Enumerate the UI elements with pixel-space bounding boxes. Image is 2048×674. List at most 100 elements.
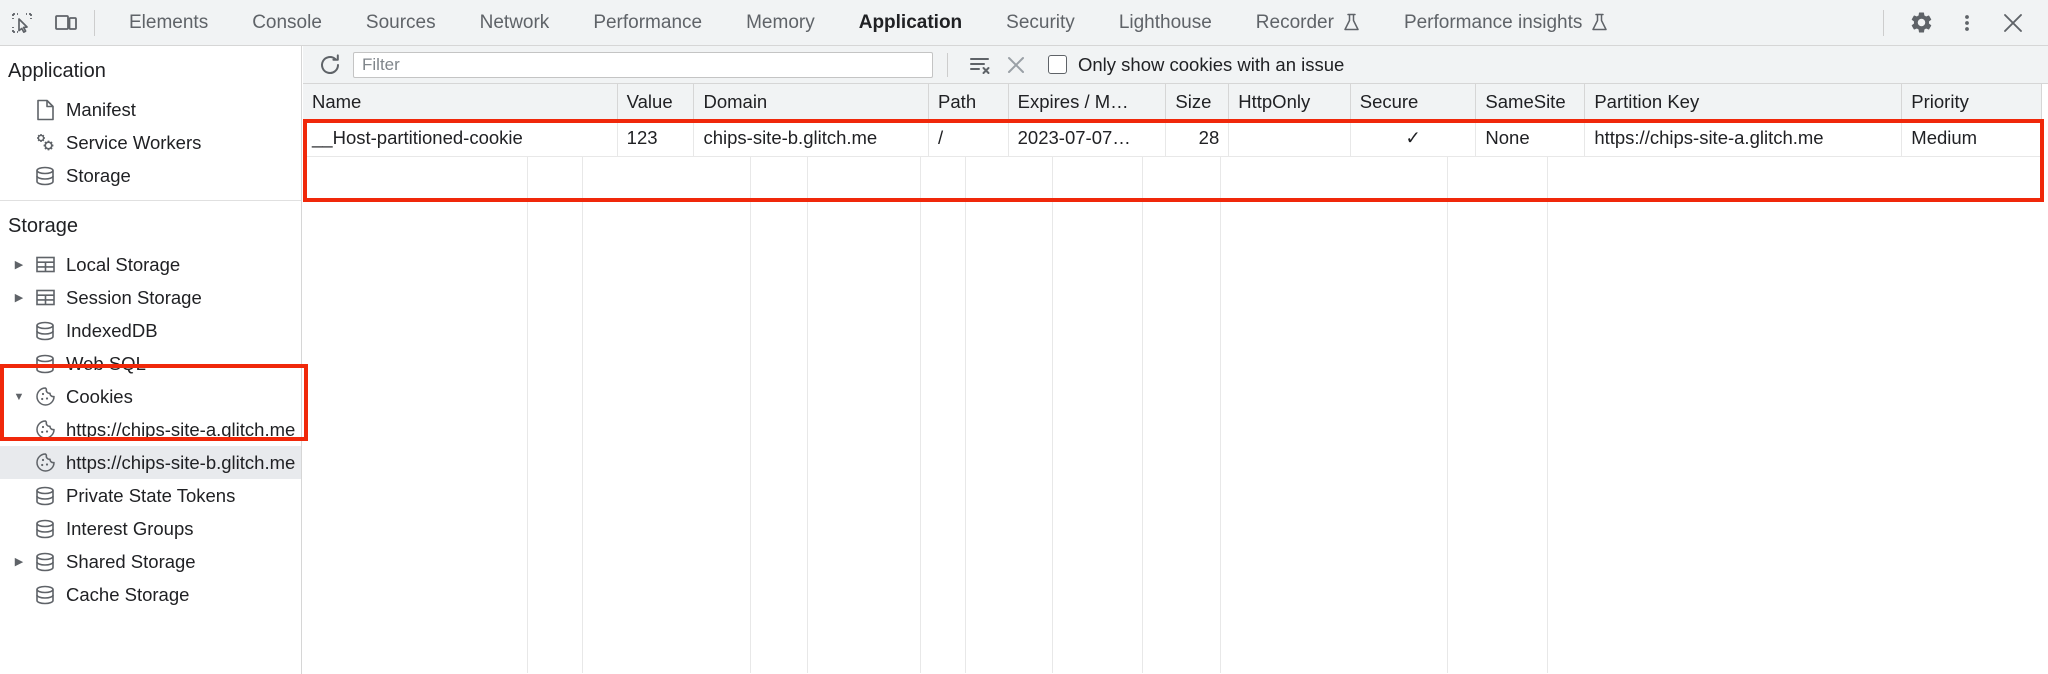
experiment-flask-icon: [1591, 13, 1608, 32]
cookies-table-container: Name Value Domain Path Expires / M… Size…: [303, 84, 2048, 673]
tab-label: Network: [479, 11, 550, 33]
sidebar-section-application: Application: [8, 60, 106, 82]
close-icon[interactable]: [1990, 0, 2036, 46]
sidebar-item-cookie-origin-b[interactable]: https://chips-site-b.glitch.me: [0, 446, 301, 479]
tab-network[interactable]: Network: [458, 0, 572, 46]
sidebar-item-label: Manifest: [66, 98, 136, 120]
sidebar-item-private-state-tokens[interactable]: ▶ Private State Tokens: [0, 479, 301, 512]
experiment-flask-icon: [1343, 13, 1360, 32]
sidebar-item-manifest[interactable]: ▶ Manifest: [0, 93, 301, 126]
table-row[interactable]: __Host-partitioned-cookie 123 chips-site…: [303, 120, 2042, 157]
tab-label: Lighthouse: [1118, 11, 1212, 33]
cell-size: 28: [1165, 120, 1230, 157]
column-header-httponly[interactable]: HttpOnly: [1228, 84, 1351, 121]
sidebar-item-label: https://chips-site-a.glitch.me: [66, 418, 296, 440]
table-icon: [30, 254, 60, 275]
sidebar-item-label: Web SQL: [66, 352, 146, 374]
only-show-issues-checkbox[interactable]: Only show cookies with an issue: [1048, 54, 1344, 76]
refresh-icon[interactable]: [313, 48, 347, 82]
filter-divider: [947, 52, 948, 77]
sidebar-item-label: Shared Storage: [66, 550, 196, 572]
tab-elements[interactable]: Elements: [107, 0, 230, 46]
tab-recorder[interactable]: Recorder: [1234, 0, 1382, 46]
tab-sources[interactable]: Sources: [344, 0, 458, 46]
tab-label: Memory: [746, 11, 815, 33]
column-header-value[interactable]: Value: [617, 84, 695, 121]
tab-lighthouse[interactable]: Lighthouse: [1097, 0, 1234, 46]
chevron-right-icon[interactable]: ▶: [14, 292, 24, 304]
sidebar-item-label: IndexedDB: [66, 319, 158, 341]
sidebar-item-label: Service Workers: [66, 131, 202, 153]
sidebar-item-storage[interactable]: ▶ Storage: [0, 159, 301, 192]
tab-performance-insights[interactable]: Performance insights: [1382, 0, 1630, 46]
application-sidebar: Application ▶ Manifest ▶: [0, 46, 302, 674]
column-header-partition-key[interactable]: Partition Key: [1584, 84, 1903, 121]
column-header-domain[interactable]: Domain: [693, 84, 930, 121]
tab-label: Elements: [129, 11, 209, 33]
table-icon: [30, 287, 60, 308]
inspect-element-icon[interactable]: [0, 0, 44, 46]
more-vertical-icon[interactable]: [1944, 0, 1990, 46]
checkbox-label: Only show cookies with an issue: [1078, 53, 1345, 75]
toolbar-divider: [1883, 9, 1884, 36]
gear-icon[interactable]: [1898, 0, 1944, 46]
sidebar-item-shared-storage[interactable]: ▶ Shared Storage: [0, 545, 301, 578]
sidebar-item-service-workers[interactable]: ▶ Service Workers: [0, 126, 301, 159]
sidebar-item-web-sql[interactable]: ▶ Web SQL: [0, 347, 301, 380]
database-icon: [30, 485, 60, 507]
chevron-right-icon[interactable]: ▶: [14, 556, 24, 568]
tab-security[interactable]: Security: [984, 0, 1097, 46]
sidebar-item-cookies[interactable]: ▼ Cookies: [0, 380, 301, 413]
sidebar-item-label: Storage: [66, 164, 131, 186]
database-icon: [30, 518, 60, 540]
cell-priority: Medium: [1901, 120, 2042, 157]
tab-label: Performance insights: [1403, 11, 1583, 33]
sidebar-item-interest-groups[interactable]: ▶ Interest Groups: [0, 512, 301, 545]
database-icon: [30, 165, 60, 187]
sidebar-item-session-storage[interactable]: ▶ Session Storage: [0, 281, 301, 314]
panel-tabs: Elements Console Sources Network Perform…: [107, 0, 1630, 46]
cookies-panel: Only show cookies with an issue: [303, 46, 2048, 674]
sidebar-section-storage: Storage: [8, 215, 79, 237]
sidebar-item-label: Private State Tokens: [66, 484, 236, 506]
column-header-name[interactable]: Name: [303, 84, 618, 121]
tab-application[interactable]: Application: [837, 0, 984, 46]
cookie-icon: [30, 452, 60, 473]
tab-memory[interactable]: Memory: [724, 0, 837, 46]
column-header-secure[interactable]: Secure: [1350, 84, 1477, 121]
column-header-expires[interactable]: Expires / M…: [1008, 84, 1167, 121]
cell-partition-key: https://chips-site-a.glitch.me: [1584, 120, 1903, 157]
sidebar-item-indexeddb[interactable]: ▶ IndexedDB: [0, 314, 301, 347]
cell-domain: chips-site-b.glitch.me: [693, 120, 930, 157]
tab-performance[interactable]: Performance: [571, 0, 724, 46]
table-header-row: Name Value Domain Path Expires / M… Size…: [303, 84, 2042, 121]
cell-samesite: None: [1475, 120, 1586, 157]
cell-httponly: [1228, 120, 1351, 157]
sidebar-item-local-storage[interactable]: ▶ Local Storage: [0, 248, 301, 281]
tab-label: Sources: [365, 11, 436, 33]
tab-label: Recorder: [1255, 11, 1334, 33]
sidebar-item-label: Local Storage: [66, 253, 181, 275]
column-header-path[interactable]: Path: [928, 84, 1009, 121]
tab-label: Performance: [593, 11, 703, 33]
checkbox-box[interactable]: [1048, 55, 1067, 74]
clear-all-cookies-icon[interactable]: [998, 48, 1034, 82]
chevron-down-icon[interactable]: ▼: [13, 390, 25, 403]
tab-console[interactable]: Console: [230, 0, 344, 46]
sidebar-item-cookie-origin-a[interactable]: https://chips-site-a.glitch.me: [0, 413, 301, 446]
column-header-priority[interactable]: Priority: [1901, 84, 2042, 121]
column-header-size[interactable]: Size: [1165, 84, 1230, 121]
chevron-right-icon[interactable]: ▶: [14, 259, 24, 271]
tab-label: Console: [252, 11, 322, 33]
cell-path: /: [928, 120, 1009, 157]
clear-filtered-cookies-icon[interactable]: [962, 48, 998, 82]
filter-input[interactable]: [353, 51, 933, 78]
devtools-tabbar: Elements Console Sources Network Perform…: [0, 0, 2048, 46]
database-icon: [30, 551, 60, 573]
device-toolbar-icon[interactable]: [44, 0, 88, 46]
sidebar-item-cache-storage[interactable]: ▶ Cache Storage: [0, 578, 301, 611]
database-icon: [30, 584, 60, 606]
column-header-samesite[interactable]: SameSite: [1475, 84, 1586, 121]
toolbar-divider: [94, 9, 95, 36]
